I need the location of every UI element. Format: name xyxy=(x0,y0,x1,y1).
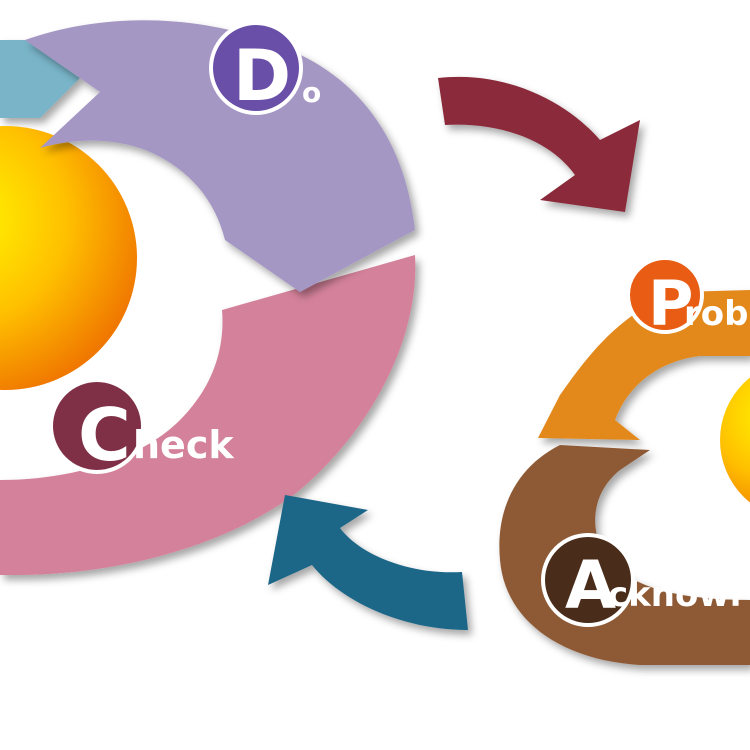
do-initial: D xyxy=(233,35,291,117)
do-badge: D o xyxy=(209,21,321,117)
problem-badge: P rob xyxy=(626,256,748,340)
do-rest: o xyxy=(302,76,321,109)
acknowledge-rest: cknowl xyxy=(608,575,741,615)
check-badge-circle xyxy=(49,378,145,474)
acknowledge-badge: A cknowl xyxy=(541,533,741,627)
problem-initial: P xyxy=(648,267,693,340)
check-rest: heck xyxy=(133,423,234,467)
problem-rest: rob xyxy=(684,294,748,334)
problem-badge-circle xyxy=(626,256,704,334)
acknowledge-badge-circle xyxy=(541,533,635,627)
top-connector-arrow xyxy=(438,76,640,213)
check-badge: C heck xyxy=(49,378,234,477)
acknowledge-initial: A xyxy=(565,547,616,624)
check-arrow-segment xyxy=(0,255,416,575)
left-center-sphere xyxy=(0,126,137,390)
do-arrow-segment xyxy=(25,20,415,293)
problem-arrow-segment xyxy=(538,290,750,440)
check-initial: C xyxy=(78,393,131,477)
right-center-sphere xyxy=(720,377,750,503)
bottom-connector-arrow xyxy=(268,495,468,630)
do-badge-circle xyxy=(209,21,303,115)
